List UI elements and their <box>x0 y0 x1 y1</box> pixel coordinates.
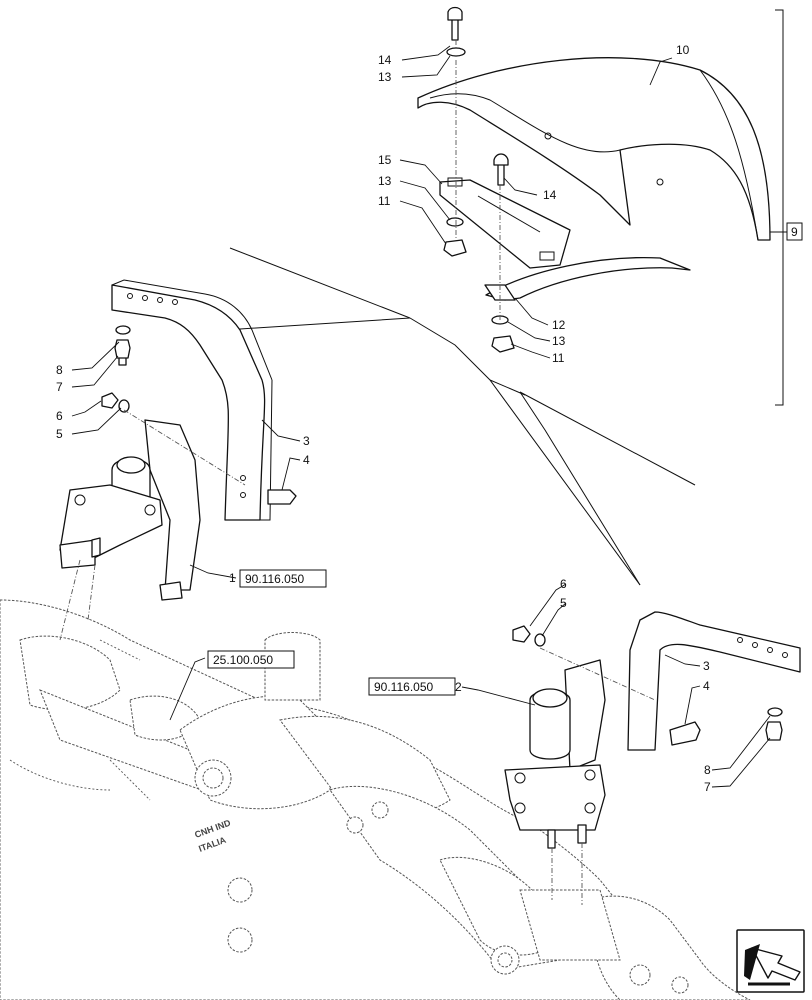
left-washer-8 <box>115 325 131 335</box>
reference-left-text: 90.116.050 <box>245 572 304 586</box>
callout-3-right: 3 <box>703 659 710 673</box>
callout-6-left: 6 <box>56 409 63 423</box>
left-mounting-bracket-3 <box>111 284 266 521</box>
mudguard <box>417 57 771 241</box>
right-nut-6 <box>512 625 531 643</box>
right-bolt-7 <box>765 721 783 741</box>
callout-2: 2 <box>455 680 462 694</box>
nut-11-upper <box>443 239 467 257</box>
nut-11-lower <box>491 335 515 353</box>
reference-link-left[interactable]: 90.116.050 <box>239 569 327 588</box>
callout-7-left: 7 <box>56 380 63 394</box>
callout-4-left: 4 <box>303 453 310 467</box>
assembly-guide-lines <box>224 247 696 586</box>
right-washer-8 <box>767 707 783 717</box>
left-bolt-7 <box>114 339 131 366</box>
callout-14-mid: 14 <box>543 188 557 202</box>
front-axle-housing: CNH IND ITALIA <box>0 599 751 1000</box>
callout-15: 15 <box>378 153 392 167</box>
carriage-bolt-14-mid <box>493 153 509 186</box>
fender-support-strap <box>485 256 691 301</box>
callout-3-left: 3 <box>303 434 310 448</box>
left-bracket-assembly <box>59 279 297 641</box>
callout-10: 10 <box>676 43 690 57</box>
left-bolt-4 <box>267 489 297 505</box>
callout-12: 12 <box>552 318 566 332</box>
callout-11-lower: 11 <box>552 351 565 365</box>
callout-labels: 14 13 10 15 13 11 14 12 13 11 8 7 6 5 3 … <box>56 43 711 794</box>
slotted-plate-15 <box>439 179 571 269</box>
right-bolt-4 <box>669 721 701 746</box>
navigation-button[interactable] <box>736 929 805 993</box>
right-bracket-assembly <box>504 611 801 905</box>
group-number-text: 9 <box>791 225 798 239</box>
carriage-bolt-14-top <box>447 6 463 41</box>
callout-7-right: 7 <box>704 780 711 794</box>
callout-leaders <box>71 45 771 788</box>
reference-link-right[interactable]: 90.116.050 <box>368 677 456 696</box>
left-support-plate <box>144 419 201 591</box>
callout-5-right: 5 <box>560 596 567 610</box>
arrow-icon <box>744 944 801 986</box>
callout-8-left: 8 <box>56 363 63 377</box>
callout-13-mid: 13 <box>378 174 392 188</box>
callout-1: 1 <box>229 571 236 585</box>
callout-5-left: 5 <box>56 427 63 441</box>
group-number-box: 9 <box>786 222 803 241</box>
callout-11-upper: 11 <box>378 194 391 208</box>
reference-link-axle[interactable]: 25.100.050 <box>207 650 295 669</box>
washer-13-top <box>446 47 466 57</box>
group-bracket <box>770 9 787 406</box>
right-actuator-base <box>504 764 606 831</box>
reference-axle-text: 25.100.050 <box>213 653 273 667</box>
callout-6-right: 6 <box>560 577 567 591</box>
right-washer-5 <box>534 633 546 647</box>
callout-13-top: 13 <box>378 70 392 84</box>
left-nut-6 <box>101 392 119 409</box>
callout-4-right: 4 <box>703 679 710 693</box>
reference-right-text: 90.116.050 <box>374 680 433 694</box>
left-washer-5 <box>118 399 130 413</box>
right-support-plate <box>564 659 606 771</box>
mudguard-assembly <box>417 6 771 353</box>
callout-8-right: 8 <box>704 763 711 777</box>
washer-13-mid <box>446 217 464 227</box>
callout-13-lower: 13 <box>552 334 566 348</box>
callout-14-top: 14 <box>378 53 392 67</box>
